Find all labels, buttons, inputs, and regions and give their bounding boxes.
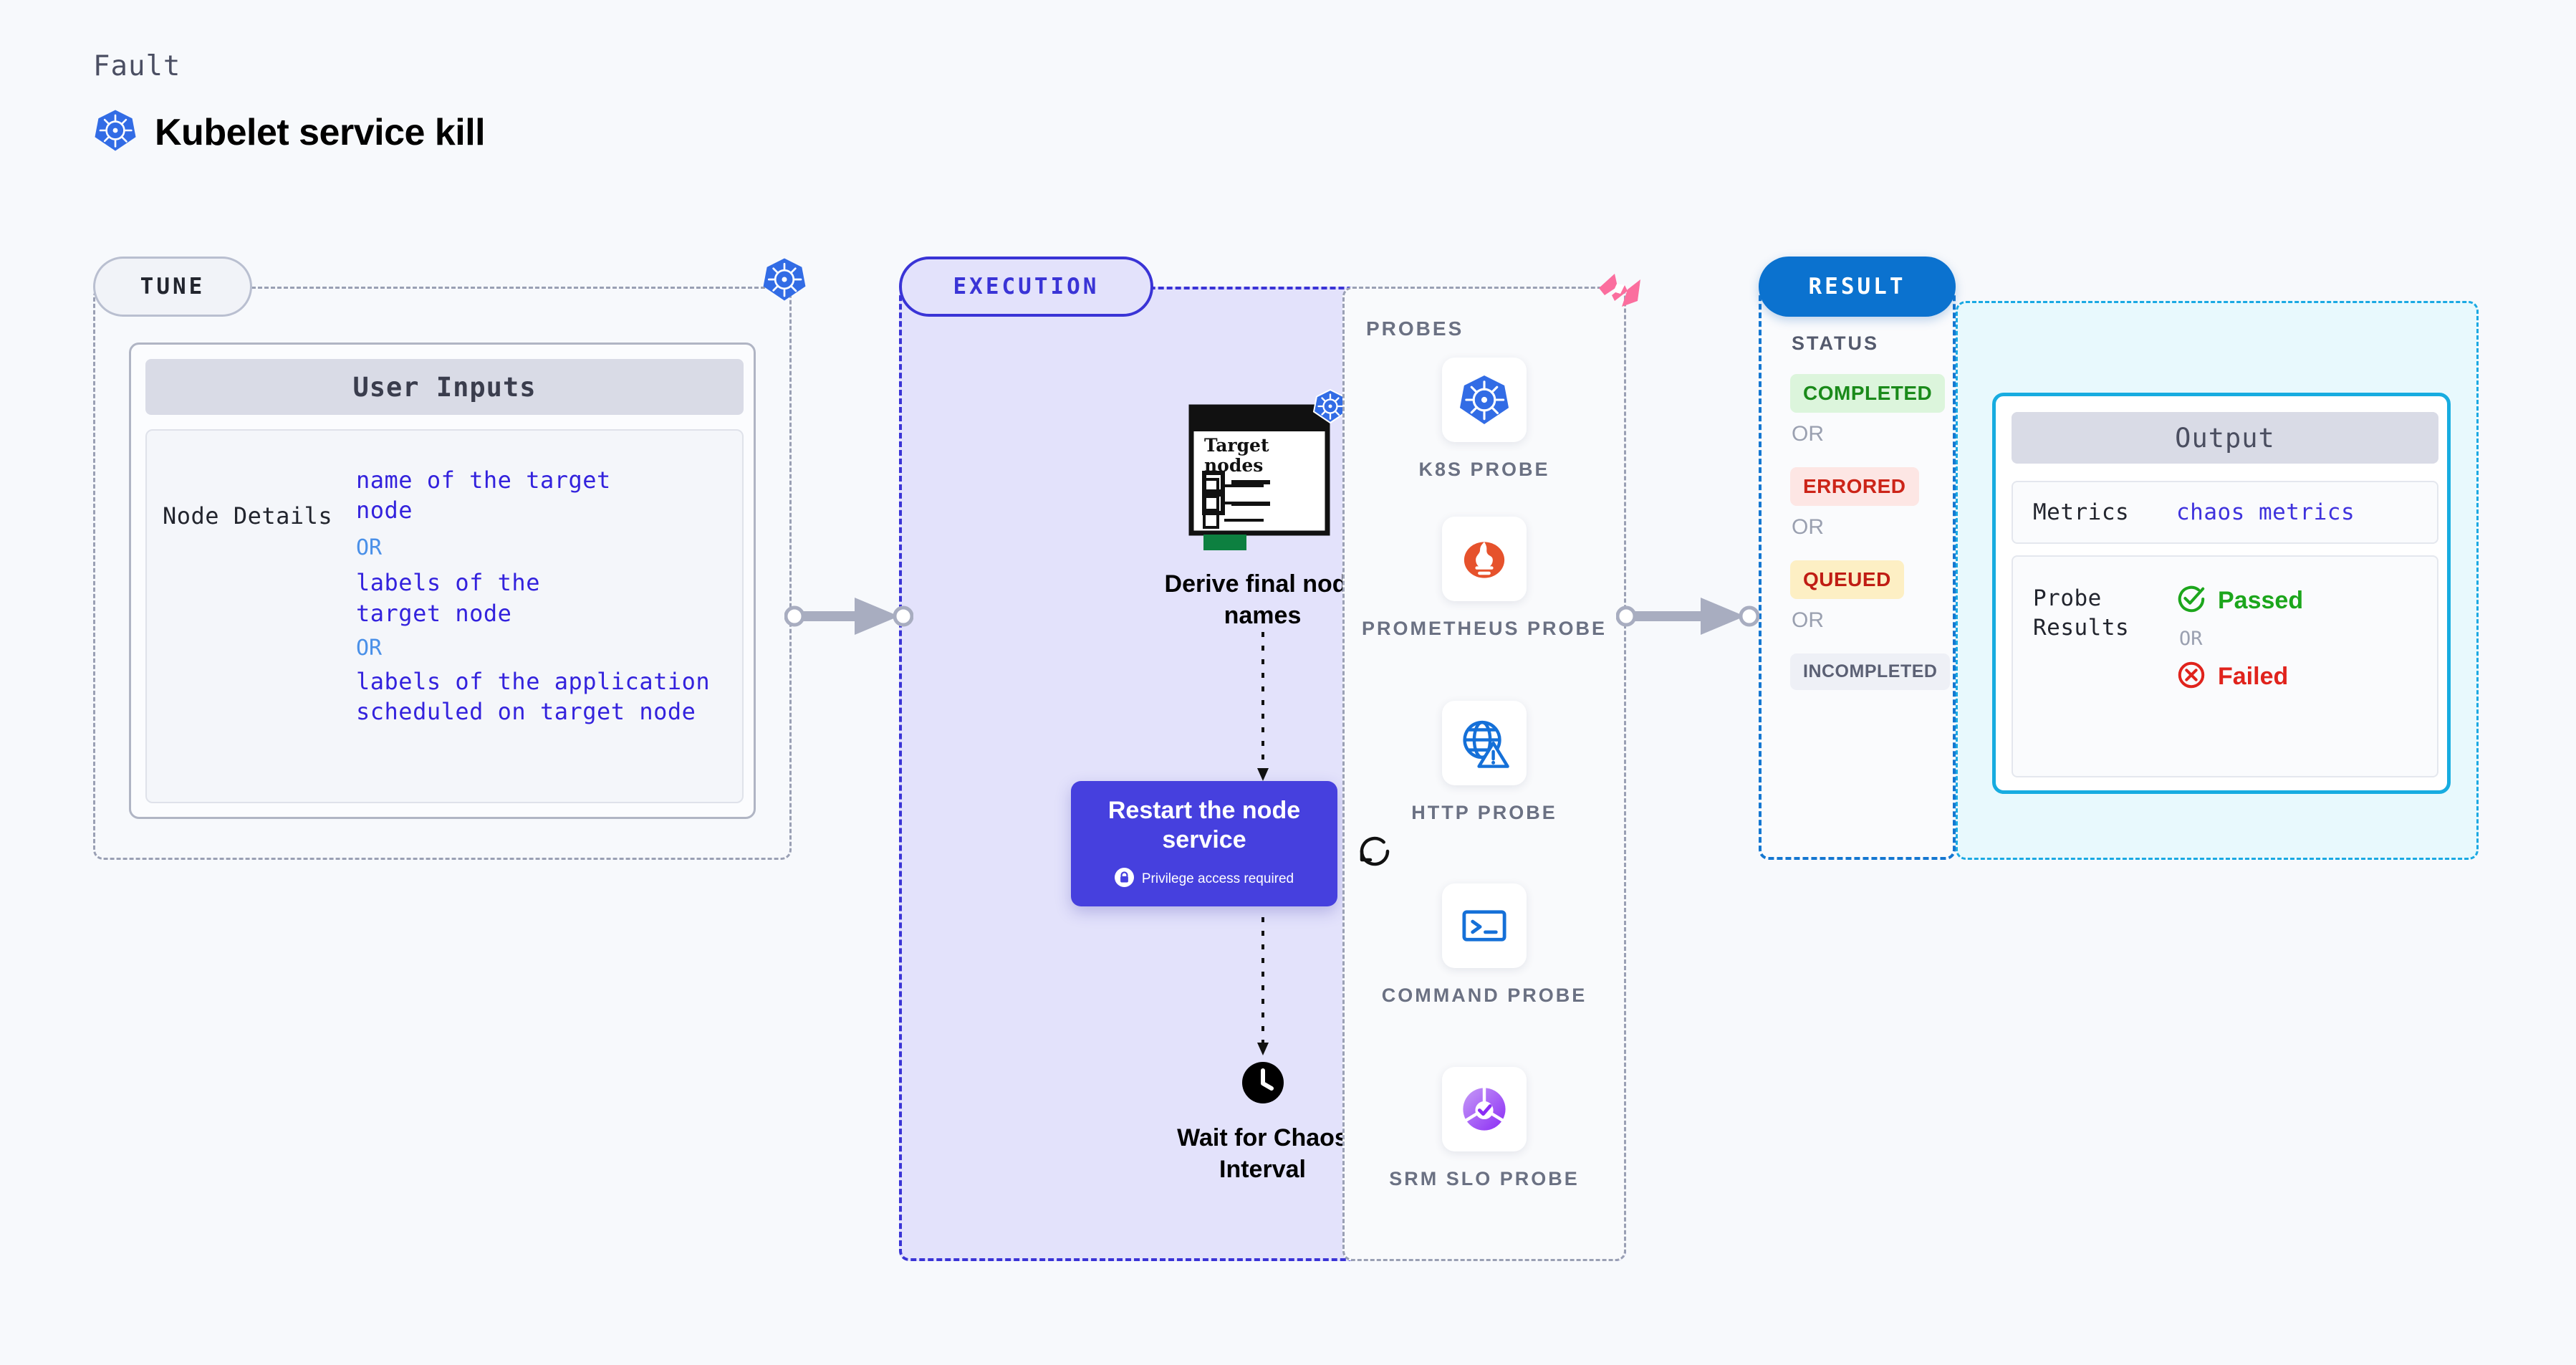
status-separator-3: OR	[1792, 608, 1824, 632]
page-title: Kubelet service kill	[155, 111, 486, 153]
failed-label: Failed	[2218, 663, 2289, 690]
status-badge-completed: COMPLETED	[1790, 374, 1946, 413]
probe-label: HTTP PROBE	[1411, 802, 1557, 823]
result-output-region: Output Metrics chaos metrics Probe Resul…	[1956, 301, 2479, 860]
output-card-title: Output	[2012, 412, 2438, 464]
status-badge-errored: ERRORED	[1790, 467, 1919, 506]
output-probe-results-row: Probe Results Passed OR	[2012, 555, 2438, 777]
derive-node-caption: Derive final node names	[1164, 570, 1361, 629]
connector-restart-to-wait	[1256, 917, 1269, 1055]
execution-tab-label: EXECUTION	[953, 274, 1100, 300]
probes-panel: PROBES K8S PROBE	[1342, 287, 1626, 1261]
tune-stage-panel: TUNE User Inputs Node Details name of th…	[93, 257, 806, 860]
status-badge-label: COMPLETED	[1803, 382, 1933, 404]
status-badge-label: QUEUED	[1803, 568, 1891, 590]
restart-node-subtitle-row: Privilege access required	[1114, 867, 1294, 891]
input-row-values: name of the target node OR labels of the…	[356, 465, 710, 727]
srm-slo-icon	[1442, 1067, 1527, 1151]
node-derive-final-node-names[interactable]: Target nodes	[899, 388, 1626, 631]
tune-tab-label: TUNE	[140, 274, 206, 300]
status-separator-1: OR	[1792, 422, 1824, 446]
input-or-2: OR	[356, 635, 383, 661]
input-or-1: OR	[356, 535, 383, 561]
status-badge-incompleted: INCOMPLETED	[1790, 653, 1951, 690]
user-inputs-card: User Inputs Node Details name of the tar…	[129, 343, 756, 819]
check-circle-icon	[2176, 584, 2206, 618]
input-row-node-details: Node Details name of the target node OR …	[147, 431, 742, 727]
kubernetes-icon	[1442, 358, 1527, 442]
probe-item-prometheus[interactable]: PROMETHEUS PROBE	[1345, 517, 1624, 642]
probe-results-key: Probe Results	[2033, 585, 2130, 641]
status-badge-label: INCOMPLETED	[1803, 661, 1938, 681]
kubernetes-icon	[93, 108, 138, 156]
probe-item-http[interactable]: HTTP PROBE	[1345, 701, 1624, 826]
probe-label: PROMETHEUS PROBE	[1361, 618, 1607, 639]
result-status-region: STATUS COMPLETED OR ERRORED OR QUEUED OR…	[1759, 287, 1956, 860]
connector-tune-to-execution	[784, 598, 913, 635]
probe-results-values: Passed OR Failed	[2176, 584, 2303, 776]
prometheus-icon	[1442, 517, 1527, 601]
probes-section-label: PROBES	[1366, 317, 1464, 340]
target-nodes-card-title: Target nodes	[1204, 435, 1269, 476]
status-badge-queued: QUEUED	[1790, 560, 1904, 599]
user-inputs-title-text: User Inputs	[352, 371, 537, 403]
restart-node-subtitle: Privilege access required	[1141, 871, 1294, 887]
harness-logo-icon	[1596, 271, 1643, 319]
output-title-text: Output	[2175, 422, 2275, 454]
input-row-key: Node Details	[163, 502, 333, 530]
terminal-icon	[1442, 883, 1527, 968]
metrics-key: Metrics	[2033, 499, 2130, 525]
wait-node-caption: Wait for Chaos Interval	[1177, 1124, 1348, 1183]
connector-derive-to-restart	[1256, 632, 1269, 781]
target-nodes-progress-bar	[1203, 535, 1246, 550]
result-tab-label: RESULT	[1808, 274, 1906, 300]
probe-result-passed: Passed	[2176, 584, 2303, 618]
connector-execution-to-result	[1616, 598, 1759, 635]
probe-result-separator: OR	[2179, 628, 2203, 650]
input-value-1: name of the target node	[356, 466, 611, 525]
tab-tune[interactable]: TUNE	[93, 257, 252, 317]
probe-label: COMMAND PROBE	[1381, 985, 1587, 1006]
metrics-value: chaos metrics	[2176, 499, 2355, 525]
probe-item-srm-slo[interactable]: SRM SLO PROBE	[1345, 1067, 1624, 1192]
passed-label: Passed	[2218, 587, 2304, 614]
probe-label: SRM SLO PROBE	[1389, 1168, 1580, 1189]
output-metrics-row: Metrics chaos metrics	[2012, 481, 2438, 544]
user-inputs-body: Node Details name of the target node OR …	[145, 429, 744, 803]
globe-warning-icon	[1442, 701, 1527, 785]
input-value-2: labels of the target node	[356, 569, 540, 627]
target-nodes-card: Target nodes	[1186, 388, 1348, 552]
x-circle-icon	[2176, 660, 2206, 694]
page-header: Fault Kubelet service kill	[93, 50, 486, 156]
status-section-label: STATUS	[1792, 332, 1879, 354]
node-restart-the-node-service[interactable]: Restart the node service Privilege acces…	[1071, 781, 1337, 906]
kubernetes-icon	[1312, 388, 1348, 428]
tab-result[interactable]: RESULT	[1759, 257, 1956, 317]
lock-icon	[1114, 867, 1134, 891]
probe-item-command[interactable]: COMMAND PROBE	[1345, 883, 1624, 1009]
input-value-3: labels of the application scheduled on t…	[356, 667, 711, 726]
probe-result-failed: Failed	[2176, 660, 2303, 694]
kubernetes-icon	[761, 257, 807, 306]
target-nodes-checklist	[1203, 478, 1264, 529]
probe-label: K8S PROBE	[1418, 459, 1550, 480]
tune-panel-body	[93, 287, 792, 860]
tab-execution[interactable]: EXECUTION	[899, 257, 1153, 317]
probe-item-k8s[interactable]: K8S PROBE	[1345, 358, 1624, 483]
restart-node-title: Restart the node service	[1107, 797, 1301, 853]
fault-kicker-label: Fault	[93, 50, 181, 82]
node-wait-for-chaos-interval[interactable]: Wait for Chaos Interval	[899, 1060, 1626, 1185]
fault-title-row: Kubelet service kill	[93, 108, 486, 156]
user-inputs-card-title: User Inputs	[145, 359, 744, 415]
clock-icon	[1241, 1060, 1285, 1108]
refresh-icon[interactable]	[1355, 831, 1395, 875]
status-badge-label: ERRORED	[1803, 475, 1906, 497]
status-separator-2: OR	[1792, 515, 1824, 539]
output-card: Output Metrics chaos metrics Probe Resul…	[1992, 393, 2451, 794]
